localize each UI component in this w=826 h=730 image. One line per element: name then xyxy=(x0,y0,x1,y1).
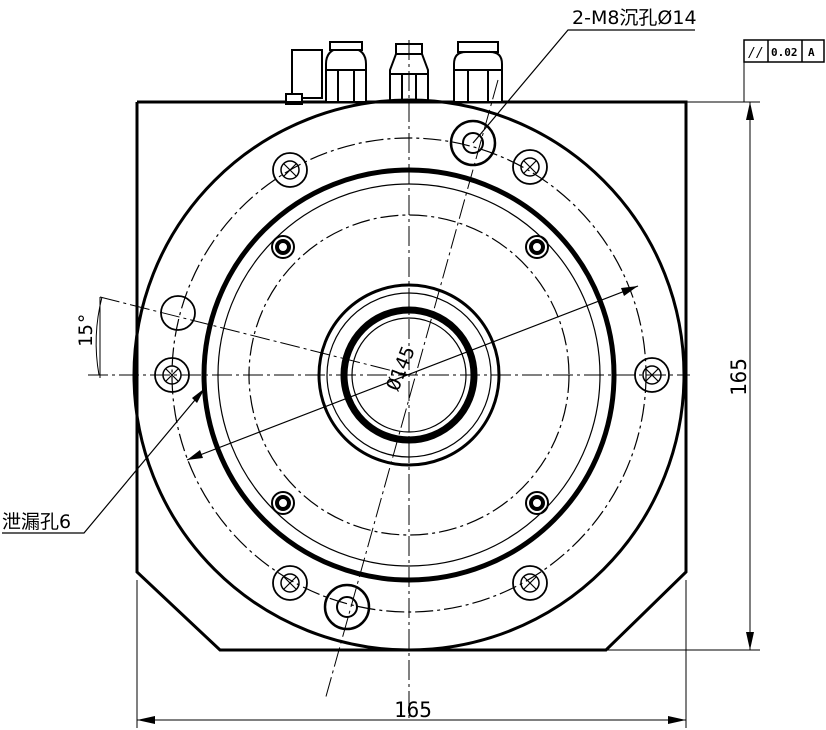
leader-arrows xyxy=(187,286,638,460)
tolerance-value: 0.02 xyxy=(771,46,798,59)
bolt-hole xyxy=(634,357,670,393)
outer-bolt-holes xyxy=(154,149,670,601)
height-dimension xyxy=(620,62,760,651)
bolt-hole xyxy=(272,565,308,601)
counterbore-hole xyxy=(449,119,497,167)
leader-lines xyxy=(2,29,695,534)
bolt-hole xyxy=(272,152,308,188)
tapped-hole xyxy=(525,235,549,259)
bolt-hole xyxy=(154,357,190,393)
bore-diameter-label: Ø145 xyxy=(382,343,420,394)
tolerance-symbol: // xyxy=(748,46,764,61)
counterbore-holes xyxy=(323,119,497,631)
counterbore-label: 2-M8沉孔Ø14 xyxy=(572,7,697,29)
tapped-hole xyxy=(271,235,295,259)
inner-tapped-holes xyxy=(271,235,549,515)
bolt-hole xyxy=(512,565,548,601)
tolerance-frame xyxy=(743,39,825,63)
tapped-hole xyxy=(271,491,295,515)
tolerance-datum: A xyxy=(808,46,815,59)
width-dimension xyxy=(136,580,687,728)
angle-label: 15° xyxy=(75,313,97,347)
leak-hole-label: 泄漏孔6 xyxy=(2,511,71,533)
angle-dimension xyxy=(95,296,103,378)
bolt-hole xyxy=(512,149,548,185)
connector-plug-left xyxy=(285,41,367,105)
leak-hole xyxy=(160,295,196,331)
counterbore-hole xyxy=(323,583,371,631)
height-dimension-label: 165 xyxy=(727,358,751,396)
width-dimension-label: 165 xyxy=(394,698,432,722)
tapped-hole xyxy=(525,491,549,515)
connector-plug-right xyxy=(453,41,503,103)
